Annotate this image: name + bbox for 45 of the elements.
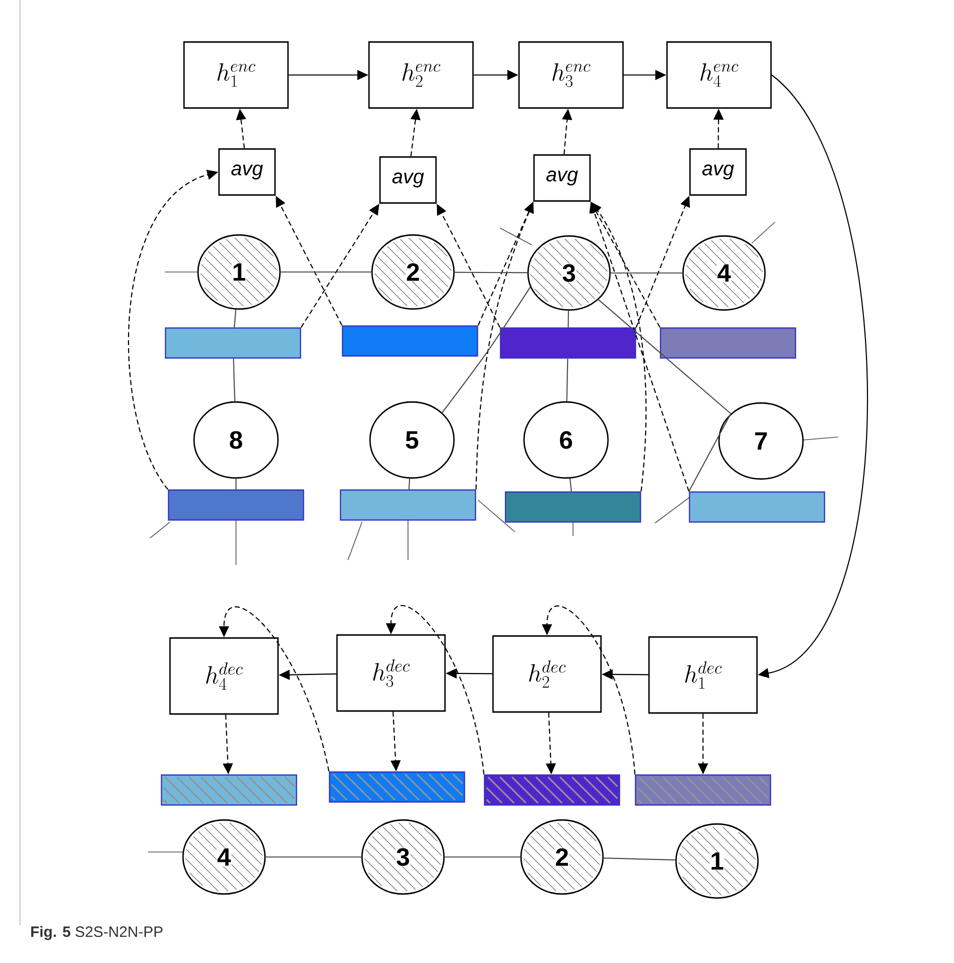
process-box: $h_{2}^{enc}$ [368,41,474,109]
connector-line [688,413,732,492]
process-box: $h_{3}^{dec}$ [336,634,446,712]
connector-line [454,272,528,274]
circle-node: 8 [193,401,279,479]
connector-line [566,358,568,402]
embedding-bar [164,327,302,359]
embedding-bar [500,327,636,359]
avg-box: avg [689,148,747,196]
process-box: $h_{2}^{dec}$ [492,635,602,713]
embedding-bar [660,327,796,359]
connector-line [442,286,531,413]
connector-line [280,271,372,273]
hatched-bar [328,771,466,803]
hatched-bar [160,774,298,806]
avg-box: avg [218,148,276,196]
connector-line [610,272,682,274]
connector-line [604,858,676,860]
embedding-bar [504,491,642,523]
circle-node: 5 [369,401,455,479]
process-box: $h_{1}^{dec}$ [648,636,758,714]
avg-box: avg [533,154,591,202]
embedding-bar [340,489,476,521]
connector-line [232,358,236,402]
circle-node: 6 [523,401,609,479]
process-box: $h_{4}^{dec}$ [169,637,279,715]
connector-line [266,856,362,858]
figure-caption: Fig. 5 S2S-N2N-PP [31,926,162,940]
hatched-bar [634,774,772,806]
connector-line [234,310,236,328]
process-box: $h_{3}^{enc}$ [518,41,624,109]
process-box: $h_{4}^{enc}$ [666,41,772,109]
connector-line [569,478,572,492]
connector-line [408,478,410,490]
process-box: $h_{1}^{enc}$ [183,41,289,109]
embedding-bar [342,325,478,357]
connector-line [235,478,237,490]
hatched-bar [484,774,620,806]
circle-node: 7 [718,402,804,480]
embedding-bar [168,489,304,521]
embedding-bar [688,491,826,523]
connector-line [444,856,520,858]
connector-line [568,310,570,328]
connector-line [598,299,732,414]
avg-box: avg [379,156,437,204]
